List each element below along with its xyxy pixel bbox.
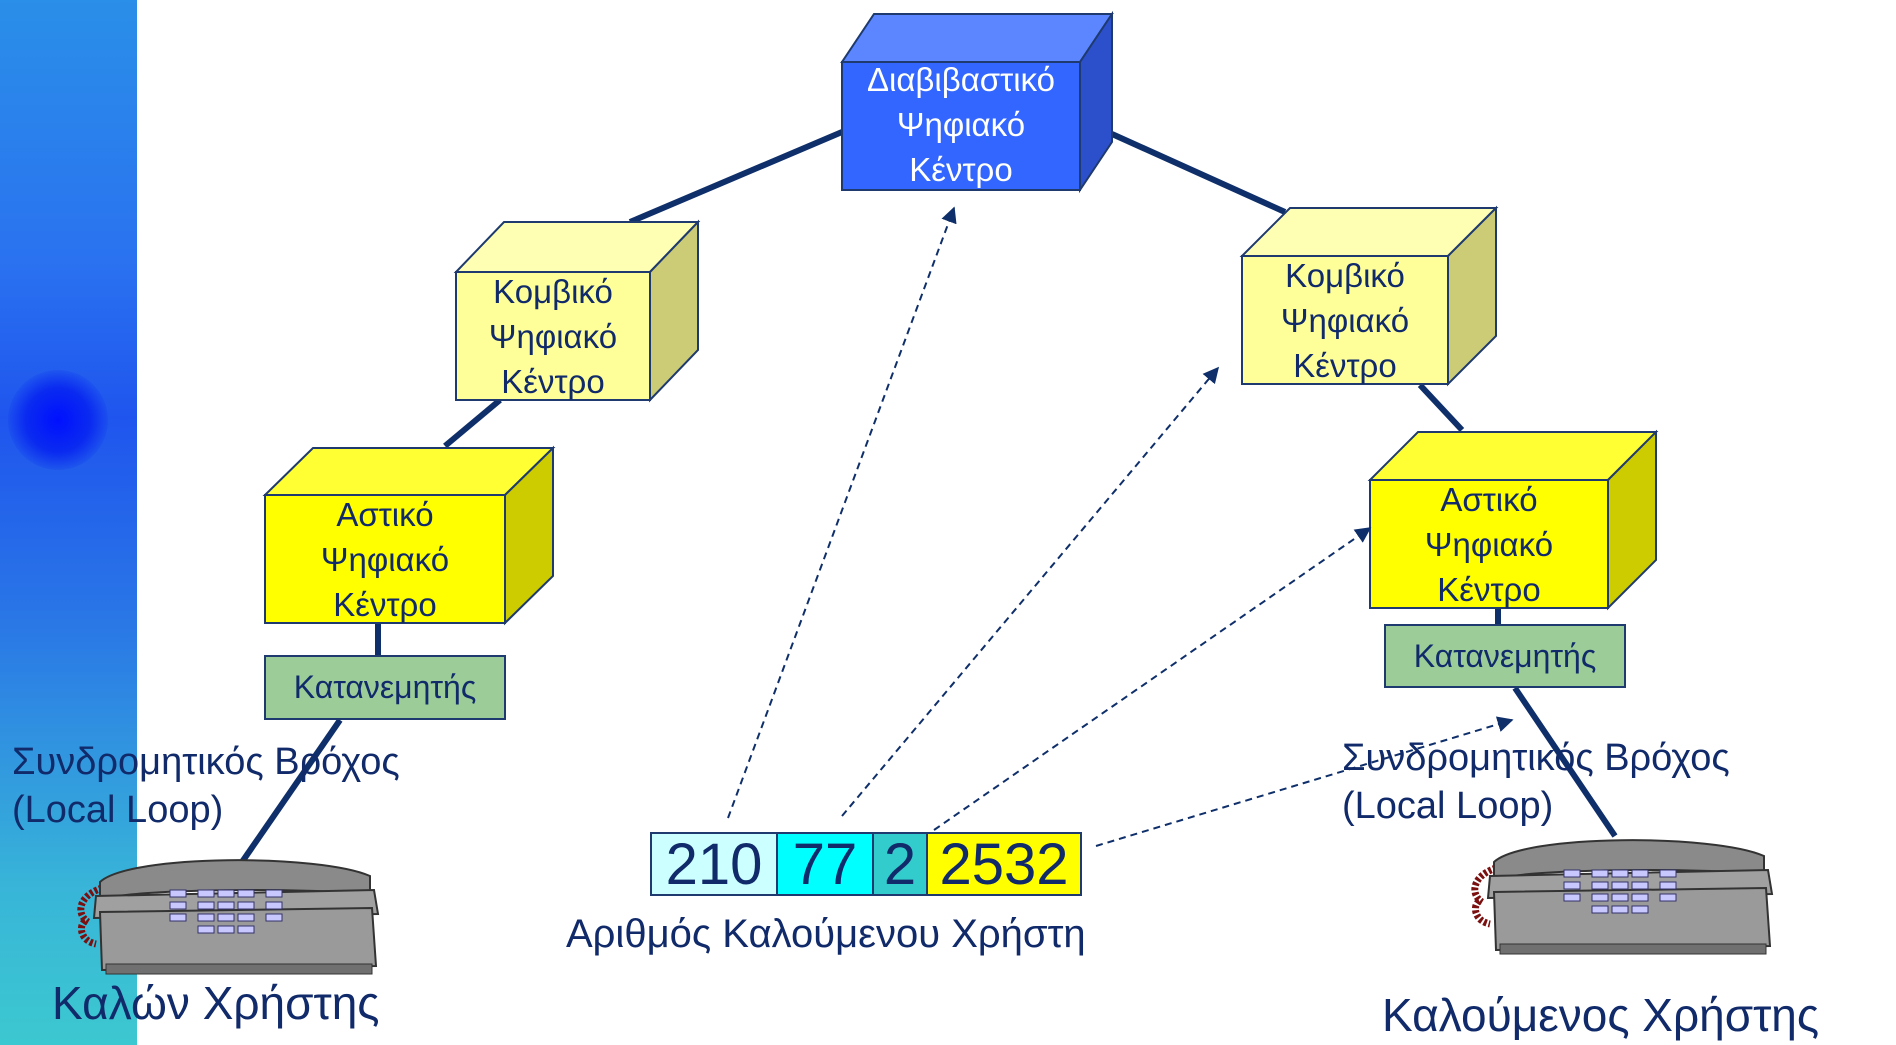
side-decoration-bar — [0, 0, 137, 1045]
arrow-digit-to-urban — [933, 527, 1372, 831]
caller-telephone-icon — [77, 859, 380, 975]
number-part-subscriber: 2532 — [926, 832, 1082, 897]
transit-exchange-box — [840, 10, 1114, 194]
number-part-digit: 2 — [872, 832, 928, 897]
arrow-area-code-to-transit — [727, 206, 957, 819]
combi-exchange-right-box — [1239, 205, 1499, 387]
link-combi-urban-left — [443, 397, 502, 449]
urban-exchange-left-box — [262, 445, 556, 626]
local-loop-label-left: Συνδρομητικός Βρόχος (Local Loop) — [12, 741, 400, 831]
combi-exchange-left-box — [453, 219, 701, 403]
distributor-right: Κατανεμητής — [1384, 624, 1626, 688]
transit-exchange-label: Διαβιβαστικό Ψηφιακό Κέντρο — [866, 60, 1055, 188]
link-combi-urban-right — [1417, 382, 1465, 433]
called-number-caption: Αριθμός Καλούμενου Χρήστη — [566, 912, 1086, 956]
link-transit-combi-left — [628, 129, 844, 225]
distributor-left: Κατανεμητής — [264, 655, 506, 720]
urban-exchange-right-label: Αστικό Ψηφιακό Κέντρο — [1424, 480, 1554, 608]
caller-user-label: Καλών Χρήστης — [52, 977, 380, 1029]
local-loop-line-left — [239, 718, 343, 864]
callee-user-label: Καλούμενος Χρήστης — [1382, 989, 1820, 1041]
local-loop-line-right — [1512, 686, 1618, 838]
combi-exchange-left-label: Κομβικό Ψηφιακό Κέντρο — [488, 272, 618, 400]
number-part-exchange-code: 77 — [776, 832, 874, 897]
combi-exchange-right-label: Κομβικό Ψηφιακό Κέντρο — [1280, 256, 1410, 384]
number-part-area-code: 210 — [650, 832, 778, 897]
digit-routing-arrows — [727, 206, 1514, 847]
connection-lines — [239, 129, 1618, 864]
callee-telephone-icon — [1471, 839, 1774, 955]
urban-exchange-right-box — [1367, 429, 1659, 611]
link-transit-combi-right — [1110, 131, 1287, 215]
arrow-subscriber-to-loop — [1095, 716, 1514, 847]
side-glow — [8, 370, 108, 470]
arrow-exchange-code-to-combi — [841, 366, 1220, 817]
local-loop-label-right: Συνδρομητικός Βρόχος (Local Loop) — [1342, 737, 1730, 827]
urban-exchange-left-label: Αστικό Ψηφιακό Κέντρο — [320, 495, 450, 623]
